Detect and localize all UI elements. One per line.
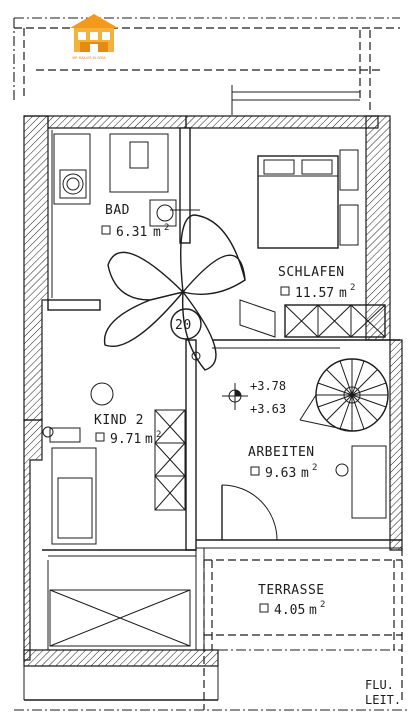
svg-text:KIND 2: KIND 2 <box>94 413 144 428</box>
logo: IHR MAKLER IN GERA <box>70 14 118 60</box>
svg-text:BAD: BAD <box>105 203 130 218</box>
svg-text:m: m <box>301 466 309 481</box>
leit-label: LEIT. <box>365 693 401 707</box>
svg-text:m: m <box>309 603 317 618</box>
svg-text:m: m <box>145 432 153 447</box>
outer-walls <box>14 115 408 711</box>
house-icon <box>70 14 118 52</box>
svg-text:9.63: 9.63 <box>265 466 296 481</box>
svg-text:4.05: 4.05 <box>274 603 305 618</box>
bedroom-furniture <box>239 149 386 338</box>
room-label-kind2: KIND 2 9.71 m 2 <box>94 413 161 447</box>
bath-fixtures <box>51 130 177 298</box>
room-label-bad: BAD 6.31 m 2 <box>101 203 169 240</box>
terrace-details <box>211 560 395 650</box>
level-upper: +3.78 <box>250 379 286 393</box>
door-swing-star <box>103 209 246 371</box>
room-label-schlafen: SCHLAFEN 11.57 m 2 <box>278 265 355 301</box>
svg-text:2: 2 <box>350 283 355 293</box>
roof-outline <box>13 17 400 115</box>
svg-text:9.71: 9.71 <box>110 432 141 447</box>
svg-text:2: 2 <box>312 463 317 473</box>
svg-text:SCHLAFEN: SCHLAFEN <box>278 265 345 280</box>
kind2-furniture <box>42 382 191 650</box>
arbeiten-fixtures <box>191 351 389 541</box>
svg-text:2: 2 <box>156 430 161 440</box>
svg-text:m: m <box>339 286 347 301</box>
inner-walls <box>42 127 403 710</box>
svg-text:TERRASSE: TERRASSE <box>258 583 325 598</box>
svg-text:m: m <box>153 225 161 240</box>
svg-text:2: 2 <box>164 223 169 233</box>
svg-text:11.57: 11.57 <box>295 286 334 301</box>
svg-text:6.31: 6.31 <box>116 225 147 240</box>
flu-label: FLU. <box>365 678 394 692</box>
svg-text:IHR MAKLER IN GERA: IHR MAKLER IN GERA <box>72 56 107 60</box>
room-label-terrasse: TERRASSE 4.05 m 2 <box>258 583 325 618</box>
room-label-arbeiten: ARBEITEN 9.63 m 2 <box>248 445 317 481</box>
level-lower: +3.63 <box>250 402 286 416</box>
svg-text:2: 2 <box>320 600 325 610</box>
svg-text:ARBEITEN: ARBEITEN <box>248 445 315 460</box>
room-number: 20 <box>175 318 192 333</box>
